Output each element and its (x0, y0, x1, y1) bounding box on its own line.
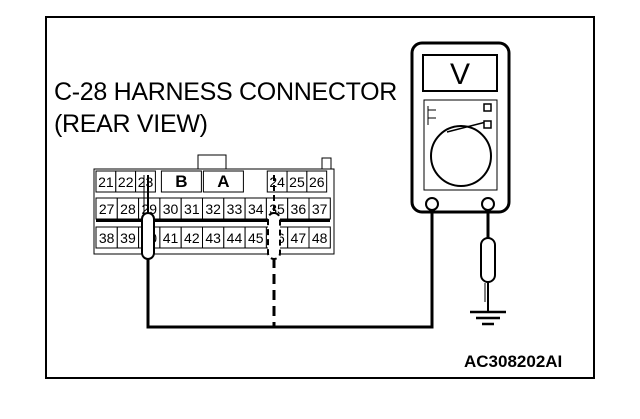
pin-34: 34 (248, 201, 264, 217)
ground-icon (470, 302, 506, 326)
probe-icon (480, 210, 496, 302)
pin-48-cell (308, 226, 331, 249)
pin-26: 26 (309, 174, 325, 190)
harness-wires (146, 205, 434, 329)
pin-38: 38 (99, 230, 115, 246)
connector-subtitle: (REAR VIEW) (54, 110, 208, 138)
pin-43: 43 (205, 230, 221, 246)
connector-label-b-cell (160, 170, 202, 193)
selector-dial (430, 125, 492, 187)
pin-39: 39 (120, 230, 136, 246)
back-probe-right (267, 175, 281, 260)
pin-25: 25 (289, 174, 305, 190)
meter-symbol: V (450, 58, 470, 91)
connector-label-b: B (175, 172, 187, 191)
terminal-left (425, 197, 439, 211)
pin-42: 42 (184, 230, 200, 246)
connector-latch (197, 154, 227, 170)
figure-code: AC308202AI (464, 352, 563, 371)
pin-30: 30 (163, 201, 179, 217)
pin-23: 23 (138, 174, 154, 190)
pin-44: 44 (227, 230, 243, 246)
pin-22: 22 (118, 174, 134, 190)
wire-solid (146, 205, 434, 329)
pin-32: 32 (205, 201, 221, 217)
pin-33: 33 (227, 201, 243, 217)
pin-37: 37 (312, 201, 328, 217)
pin-26-cell (306, 170, 328, 193)
meter-display (422, 54, 498, 92)
pin-27: 27 (99, 201, 115, 217)
connector-label-a: A (217, 172, 229, 191)
terminal-right (481, 197, 495, 211)
figure-frame (45, 16, 595, 379)
pin-48: 48 (312, 230, 328, 246)
pin-24: 24 (269, 174, 285, 190)
back-probe-left (141, 175, 155, 260)
connector-title: C-28 HARNESS CONNECTOR (54, 78, 397, 106)
connector-label-a-cell (202, 170, 244, 193)
voltmeter-icon: V (410, 41, 511, 214)
pin-23-cell (135, 170, 156, 193)
pin-45: 45 (248, 230, 264, 246)
pin-36: 36 (291, 201, 307, 217)
connector-tab (321, 157, 332, 171)
pin-47: 47 (291, 230, 307, 246)
pin-31: 31 (184, 201, 200, 217)
pin-21: 21 (98, 174, 114, 190)
pin-41: 41 (163, 230, 179, 246)
pin-28: 28 (120, 201, 136, 217)
